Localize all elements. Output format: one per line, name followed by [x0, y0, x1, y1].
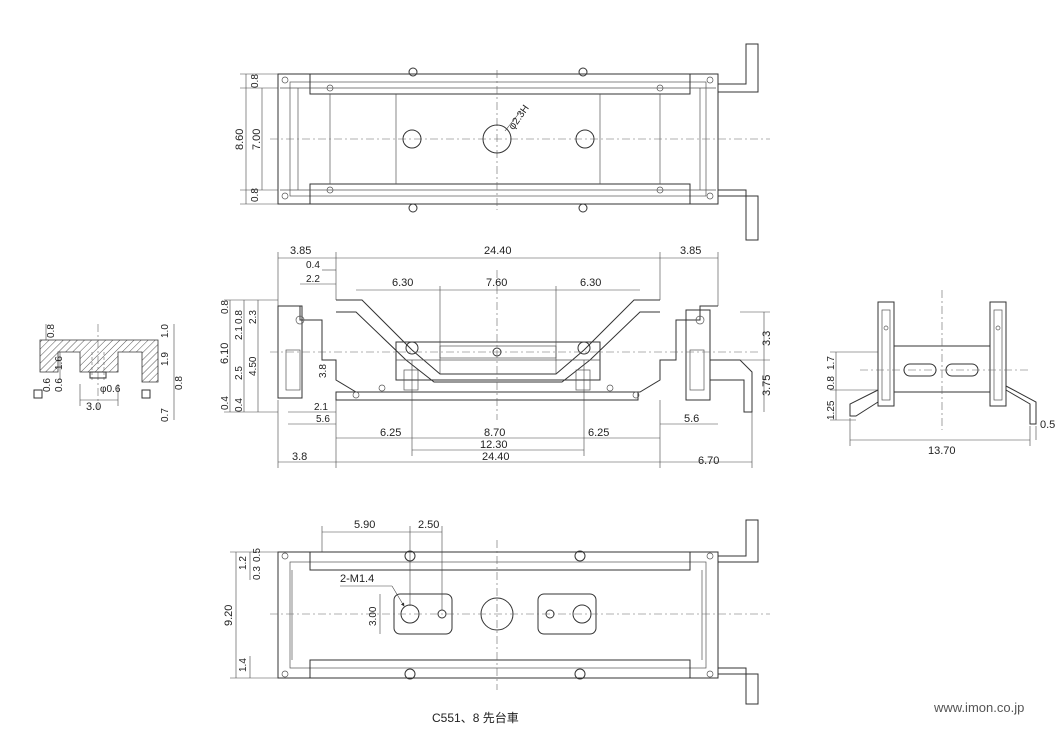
dim-segment-centre: 7.60	[486, 277, 507, 289]
dim-left-overhang: 3.85	[290, 245, 311, 257]
dim-bottom-2-1: 2.1	[314, 402, 328, 413]
website-watermark: www.imon.co.jp	[933, 700, 1024, 715]
dim-left-2-5: 2.5	[234, 366, 245, 380]
drawing-caption: C551、8 先台車	[432, 710, 519, 725]
end-view: 1.7 0.8 1.25 13.70 0.5	[826, 290, 1055, 457]
dim-left-0-4a: 0.4	[220, 396, 231, 410]
dim-detail-3-0: 3.0	[86, 401, 101, 413]
dim-bottom-1-2: 1.2	[238, 556, 249, 570]
dim-bottom-1-4: 1.4	[238, 658, 249, 672]
dim-top-rail: 0.8	[250, 74, 261, 88]
dim-detail-1-9: 1.9	[160, 352, 171, 366]
dim-bottom-6-25-left: 6.25	[380, 427, 401, 439]
dim-top-2-2: 2.2	[306, 274, 320, 285]
dim-detail-phi: φ0.6	[100, 384, 121, 395]
dim-right-overhang: 3.85	[680, 245, 701, 257]
dim-detail-1-0: 1.0	[160, 324, 171, 338]
dim-left-0-4b: 0.4	[234, 398, 245, 412]
dim-left-height: 6.10	[219, 343, 231, 364]
dim-detail-0-6b: 0.6	[54, 378, 65, 392]
dim-bottom-6-70: 6.70	[698, 455, 719, 467]
top-view: φ2.3H 0.8 8.60 7.00 0.8	[234, 43, 770, 241]
dim-detail-0-6: 0.6	[42, 378, 53, 392]
dim-bottom-6-25-right: 6.25	[588, 427, 609, 439]
dim-bottom-3-8: 3.8	[292, 451, 307, 463]
dim-slot: 3.00	[368, 606, 379, 626]
dim-detail-1-6: 1.6	[54, 356, 65, 370]
dim-bottom-rail: 0.8	[250, 188, 261, 202]
dim-bottom-width: 9.20	[223, 605, 235, 626]
dim-right-3-75: 3.75	[761, 375, 773, 396]
dim-top-0-4: 0.4	[306, 260, 320, 271]
hole-callout: φ2.3H	[507, 103, 532, 132]
side-view: 3.85 24.40 3.85 0.4 2.2 6.30 7.60 6.30 0…	[219, 245, 773, 468]
dim-bottom-5-6-right: 5.6	[684, 413, 699, 425]
dim-bottom-12-30: 12.30	[480, 439, 508, 451]
dim-wheelbase: 24.40	[484, 245, 512, 257]
dim-end-1-25: 1.25	[826, 400, 837, 420]
dim-end-0-5: 0.5	[1040, 419, 1055, 431]
dim-left-4-50: 4.50	[248, 356, 259, 376]
dim-end-track: 13.70	[928, 445, 956, 457]
dim-bottom-0-5: 0.5	[252, 548, 263, 562]
dim-left-3-8: 3.8	[318, 364, 329, 378]
dim-bottom-24-40: 24.40	[482, 451, 510, 463]
dim-left-0-8a: 0.8	[220, 300, 231, 314]
dim-end-0-8: 0.8	[826, 376, 837, 390]
dim-detail-0-8-top: 0.8	[46, 324, 57, 338]
dim-inner-width: 7.00	[251, 129, 263, 150]
dim-segment-left: 6.30	[392, 277, 413, 289]
screw-callout: 2-M1.4	[340, 573, 374, 585]
dim-bottom-0-3: 0.3	[252, 566, 263, 580]
dim-detail-0-7: 0.7	[160, 408, 171, 422]
dim-overall-width: 8.60	[234, 129, 246, 150]
dim-left-2-1: 2.1	[234, 326, 245, 340]
dim-bottom-8-70: 8.70	[484, 427, 505, 439]
dim-end-1-7: 1.7	[826, 356, 837, 370]
dim-left-2-3: 2.3	[248, 310, 259, 324]
dim-bottom-5-6-left: 5.6	[316, 414, 330, 425]
dim-hole-spacing: 2.50	[418, 519, 439, 531]
detail-left: 0.8 1.0 0.6 1.6 1.9 0.8 0.7 0.6 φ0.6 3.0	[33, 324, 185, 422]
dim-right-3-3: 3.3	[761, 331, 773, 346]
bottom-view: 5.90 2.50 2-M1.4 3.00 0.5 1.2 0.3 9.20 1…	[223, 519, 770, 705]
dim-plate-offset: 5.90	[354, 519, 375, 531]
dim-left-0-8b: 0.8	[234, 310, 245, 324]
dim-detail-0-8-right: 0.8	[174, 376, 185, 390]
dim-segment-right: 6.30	[580, 277, 601, 289]
